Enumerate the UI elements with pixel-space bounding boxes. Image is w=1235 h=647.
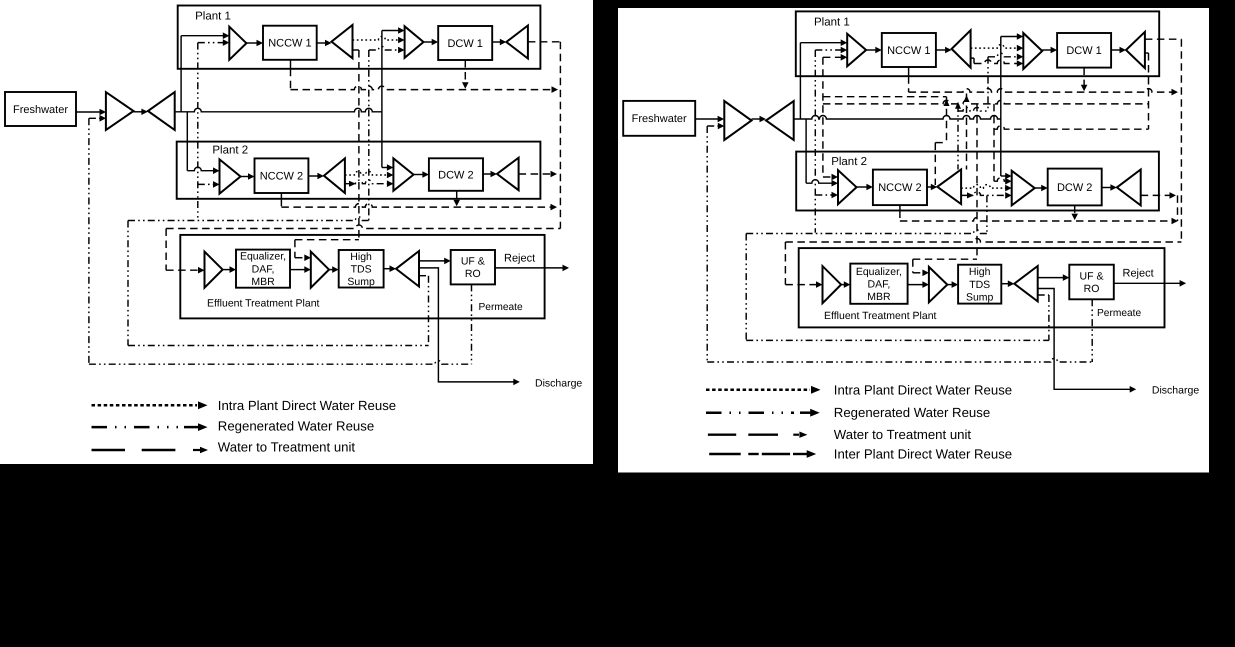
svg-text:Reject: Reject [504,253,535,265]
svg-text:TDS: TDS [351,263,372,275]
svg-text:Intra Plant Direct Water Reuse: Intra Plant Direct Water Reuse [834,382,1012,397]
svg-text:Water to Treatment unit: Water to Treatment unit [834,427,972,442]
svg-text:RO: RO [465,268,481,280]
svg-text:MBR: MBR [867,291,891,303]
svg-text:Effluent Treatment Plant: Effluent Treatment Plant [824,310,937,322]
svg-text:High: High [969,266,991,278]
svg-text:Freshwater: Freshwater [632,113,687,125]
svg-text:Sump: Sump [347,276,375,288]
svg-text:Inter Plant Direct Water Reuse: Inter Plant Direct Water Reuse [834,446,1012,461]
svg-text:DCW 2: DCW 2 [438,169,473,181]
svg-text:DCW 1: DCW 1 [1066,45,1101,57]
svg-text:Plant 2: Plant 2 [831,156,867,168]
svg-text:Discharge: Discharge [1152,385,1199,397]
svg-text:MBR: MBR [251,276,275,288]
svg-text:UF &: UF & [1080,270,1104,282]
svg-text:Equalizer,: Equalizer, [240,251,286,263]
svg-text:Regenerated Water Reuse: Regenerated Water Reuse [218,419,374,434]
svg-text:Equalizer,: Equalizer, [856,266,902,278]
svg-text:Regenerated Water Reuse: Regenerated Water Reuse [834,405,990,420]
svg-text:DAF,: DAF, [252,263,275,275]
svg-text:Permeate: Permeate [1097,308,1142,319]
svg-text:Discharge: Discharge [535,378,582,390]
svg-text:DAF,: DAF, [868,278,891,290]
svg-text:Reject: Reject [1123,268,1154,280]
svg-text:NCCW 2: NCCW 2 [878,182,921,194]
svg-text:NCCW 1: NCCW 1 [887,45,930,57]
svg-text:DCW 2: DCW 2 [1057,182,1092,194]
svg-text:NCCW 2: NCCW 2 [260,171,303,183]
svg-text:Intra Plant Direct Water Reuse: Intra Plant Direct Water Reuse [218,398,396,413]
svg-text:Water to Treatment unit: Water to Treatment unit [218,439,356,454]
svg-text:RO: RO [1084,283,1100,295]
svg-text:Effluent Treatment Plant: Effluent Treatment Plant [207,297,320,309]
svg-text:UF &: UF & [461,256,485,268]
svg-text:Freshwater: Freshwater [13,104,68,116]
svg-text:Permeate: Permeate [479,302,524,313]
svg-text:Plant 2: Plant 2 [212,144,248,156]
svg-text:Plant 1: Plant 1 [195,10,231,22]
svg-text:NCCW 1: NCCW 1 [268,38,311,50]
svg-text:High: High [350,251,372,263]
svg-text:Plant 1: Plant 1 [814,17,850,29]
svg-text:TDS: TDS [969,279,990,291]
svg-text:DCW 1: DCW 1 [447,38,482,50]
svg-text:Sump: Sump [966,291,994,303]
